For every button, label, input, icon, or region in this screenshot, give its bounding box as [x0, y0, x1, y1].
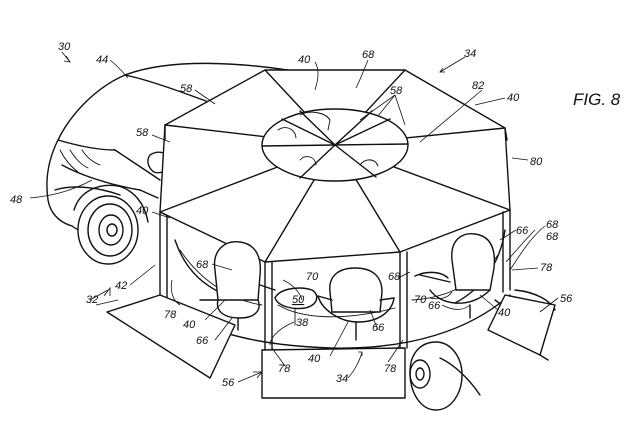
canopy-roof [159, 69, 511, 263]
ref-82: 82 [472, 80, 484, 92]
ref-80: 80 [530, 156, 543, 168]
ref-68: 68 [362, 49, 375, 61]
ref-30: 30 [58, 41, 71, 53]
ref-56: 56 [560, 293, 573, 305]
ref-66: 66 [428, 300, 441, 312]
floor-platforms [106, 294, 556, 399]
ref-78: 78 [278, 363, 291, 375]
ref-56: 56 [222, 377, 235, 389]
ref-42: 42 [115, 280, 127, 292]
ref-58: 58 [180, 83, 193, 95]
ref-66: 66 [372, 322, 385, 334]
ref-70: 70 [306, 271, 319, 283]
ref-44: 44 [96, 54, 108, 66]
vehicle [46, 62, 556, 411]
seat-center [317, 267, 395, 341]
ref-40: 40 [507, 92, 520, 104]
ref-78: 78 [540, 262, 553, 274]
seating-enclosure [159, 209, 511, 351]
ref-40: 40 [308, 353, 321, 365]
ref-40: 40 [298, 54, 311, 66]
ref-68: 68 [546, 219, 559, 231]
ref-66: 66 [516, 225, 529, 237]
ref-40: 40 [183, 319, 196, 331]
seat-left [199, 241, 276, 331]
seat-right [419, 233, 496, 319]
ref-70: 70 [414, 294, 427, 306]
ref-68: 68 [546, 231, 559, 243]
ref-38: 38 [296, 317, 309, 329]
ref-32: 32 [86, 294, 98, 306]
ref-78: 78 [164, 309, 177, 321]
reference-numerals: 30 44 58 58 40 68 34 58 82 40 FIG. 8 80 … [10, 41, 621, 389]
ref-66: 66 [196, 335, 209, 347]
figure-label: FIG. 8 [573, 90, 621, 109]
rear-wheel [409, 341, 481, 411]
ref-50: 50 [292, 294, 305, 306]
ref-34: 34 [464, 48, 476, 60]
ref-48: 48 [10, 194, 23, 206]
ref-40: 40 [136, 205, 149, 217]
ref-58: 58 [390, 85, 403, 97]
front-wheel [77, 195, 139, 265]
leader-lines [29, 51, 559, 383]
ref-40: 40 [498, 307, 511, 319]
ref-58: 58 [136, 127, 149, 139]
ref-34: 34 [336, 373, 348, 385]
ref-68: 68 [196, 259, 209, 271]
ref-78: 78 [384, 363, 397, 375]
ref-68: 68 [388, 271, 401, 283]
